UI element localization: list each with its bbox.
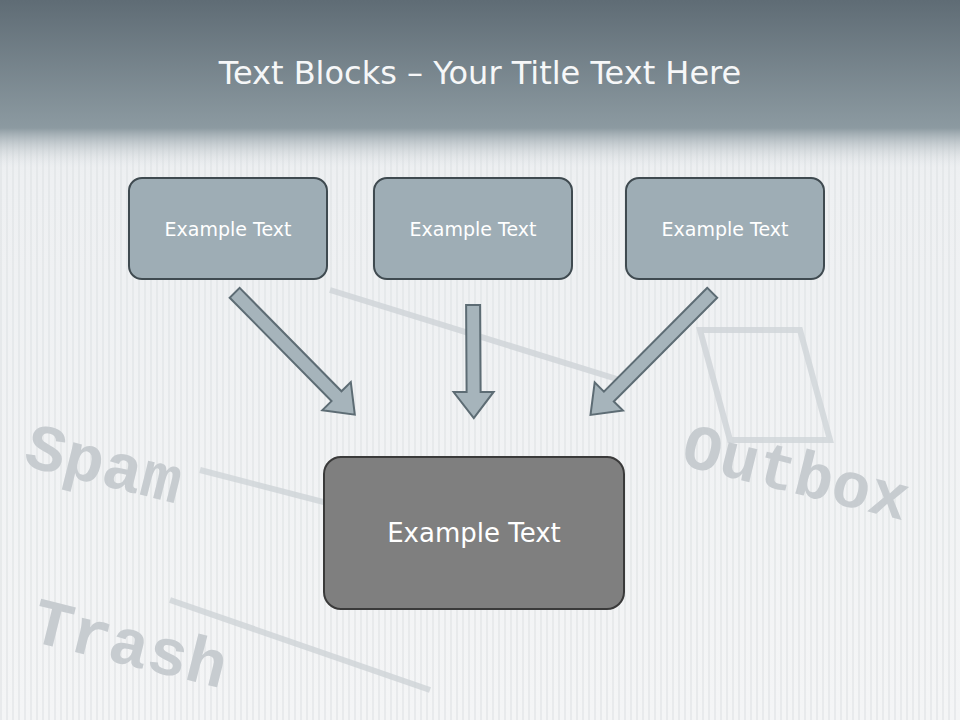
block-arrow: [591, 288, 718, 415]
text-block: Example Text: [373, 177, 573, 280]
text-block: Example Text: [128, 177, 328, 280]
block-arrow: [454, 305, 494, 418]
block-text: Example Text: [387, 518, 561, 548]
slide-title: Text Blocks – Your Title Text Here: [0, 54, 960, 92]
block-text: Example Text: [165, 218, 292, 240]
block-text: Example Text: [410, 218, 537, 240]
background-word: Spam: [17, 412, 189, 523]
text-block: Example Text: [625, 177, 825, 280]
background-word: Trash: [24, 587, 234, 708]
block-arrow: [230, 288, 355, 415]
text-block: Example Text: [323, 456, 625, 610]
block-text: Example Text: [662, 218, 789, 240]
background-word: Outbox: [675, 413, 916, 539]
